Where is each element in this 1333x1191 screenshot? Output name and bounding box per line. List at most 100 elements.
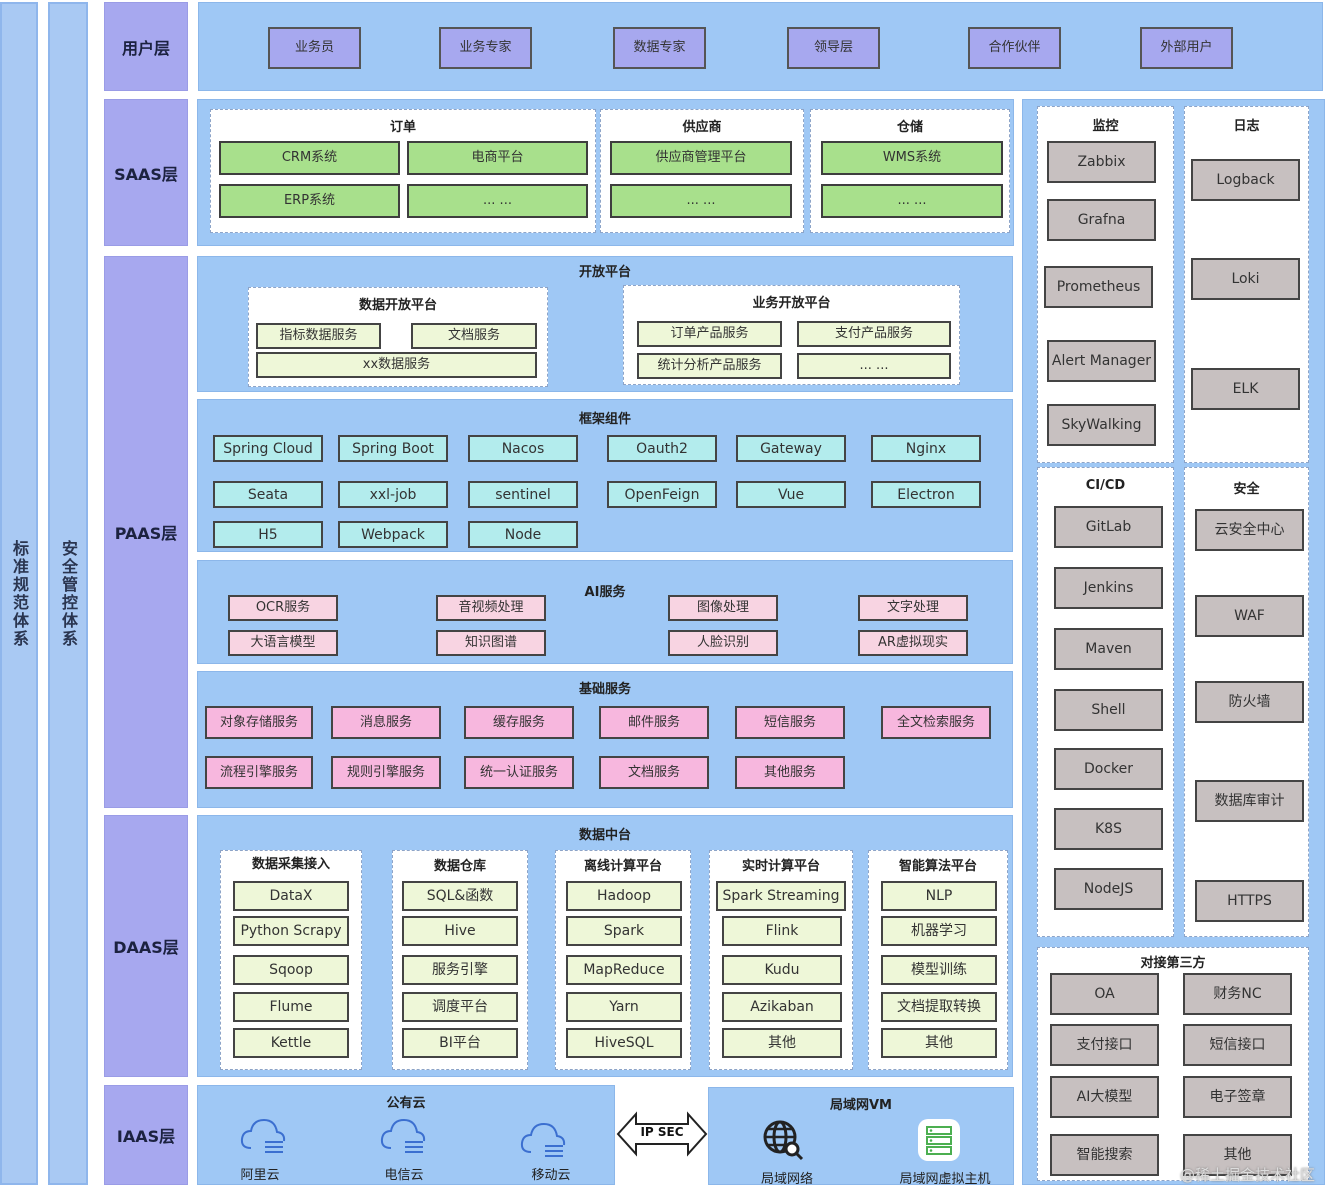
basic-title: 基础服务 — [578, 682, 631, 697]
ai-item: AR虚拟现实 — [858, 630, 968, 656]
framework-item: Spring Boot — [338, 435, 448, 462]
framework-item: OpenFeign — [607, 481, 717, 508]
ai-title: AI服务 — [584, 585, 626, 600]
saas-item: ... ... — [407, 184, 588, 218]
ai-panel: AI服务 OCR服务 音视频处理 图像处理 文字处理 大语言模型 知识图谱 人脸… — [197, 560, 1013, 664]
cicd-title: CI/CD — [1085, 478, 1126, 493]
cicd-item: Jenkins — [1054, 567, 1163, 609]
ai-item: 人脸识别 — [668, 630, 778, 656]
dc-item: Hadoop — [566, 881, 682, 911]
saas-item: 电商平台 — [407, 141, 588, 175]
cicd-item: Maven — [1054, 628, 1163, 670]
lan-vm-panel: 局域网VM 局域网络 局域网虚拟主机 — [708, 1087, 1014, 1187]
ops-panel: 监控 Zabbix Grafna Prometheus Alert Manage… — [1022, 99, 1325, 1185]
biz-open-platform: 业务开放平台 订单产品服务 支付产品服务 统计分析产品服务 ... ... — [623, 285, 960, 385]
dc-item: Hive — [402, 916, 518, 946]
ai-item: 文字处理 — [858, 595, 968, 621]
dc-item: Sqoop — [233, 955, 349, 985]
framework-item: Nginx — [871, 435, 981, 462]
saas-item: ... ... — [610, 184, 792, 218]
monitor-item: Zabbix — [1047, 141, 1156, 183]
dc-group-realtime: 实时计算平台 Spark Streaming Flink Kudu Azikab… — [709, 850, 853, 1070]
framework-item: Nacos — [468, 435, 578, 462]
dc-group-title: 离线计算平台 — [583, 859, 662, 874]
framework-item: Spring Cloud — [213, 435, 323, 462]
framework-item: Node — [468, 521, 578, 548]
standards-bar: 标准规范体系 — [0, 2, 38, 1185]
open-item: 指标数据服务 — [256, 323, 381, 349]
open-item: ... ... — [797, 353, 951, 379]
data-open-title: 数据开放平台 — [358, 298, 437, 313]
monitor-item: Prometheus — [1044, 266, 1153, 308]
dc-item: 其他 — [722, 1028, 842, 1058]
dc-item: Spark — [566, 916, 682, 946]
data-open-platform: 数据开放平台 指标数据服务 文档服务 xx数据服务 — [248, 287, 548, 387]
log-item: Loki — [1191, 258, 1300, 300]
basic-item: 邮件服务 — [599, 706, 709, 739]
saas-order-title: 订单 — [389, 120, 416, 135]
watermark: @稀土掘金技术社区 — [1180, 1166, 1316, 1184]
dc-item: Kettle — [233, 1028, 349, 1058]
cicd-item: Docker — [1054, 748, 1163, 790]
log-item: ELK — [1191, 368, 1300, 410]
lan-vm-title: 局域网VM — [830, 1098, 892, 1113]
third-item: 其他 — [1183, 1134, 1292, 1176]
monitor-item: Grafna — [1047, 199, 1156, 241]
framework-title: 框架组件 — [578, 412, 631, 427]
saas-item: WMS系统 — [821, 141, 1003, 175]
lan-label: 局域网虚拟主机 — [899, 1172, 991, 1187]
third-item: 智能搜索 — [1050, 1134, 1159, 1176]
dc-item: 文档提取转换 — [881, 992, 997, 1022]
basic-item: 缓存服务 — [464, 706, 574, 739]
log-group: 日志 Logback Loki ELK — [1184, 106, 1309, 463]
dc-item: 机器学习 — [881, 916, 997, 946]
dc-item: 服务引擎 — [402, 955, 518, 985]
dc-item: DataX — [233, 881, 349, 911]
open-item: 统计分析产品服务 — [637, 353, 782, 379]
biz-open-title: 业务开放平台 — [752, 296, 831, 311]
security-item: 数据库审计 — [1195, 780, 1304, 822]
saas-item: ERP系统 — [219, 184, 400, 218]
public-cloud-title: 公有云 — [386, 1096, 426, 1111]
network-globe-icon — [761, 1118, 805, 1162]
standards-label: 标准规范体系 — [10, 539, 29, 648]
dc-item: SQL&函数 — [402, 881, 518, 911]
saas-item: CRM系统 — [219, 141, 400, 175]
dc-item: HiveSQL — [566, 1028, 682, 1058]
layer-paas: PAAS层 — [104, 256, 188, 808]
layer-daas: DAAS层 — [104, 815, 188, 1077]
third-item: 短信接口 — [1183, 1024, 1292, 1066]
dc-item: 其他 — [881, 1028, 997, 1058]
monitor-title: 监控 — [1092, 119, 1119, 134]
framework-item: Gateway — [736, 435, 846, 462]
cloud-label: 电信云 — [384, 1168, 424, 1183]
open-platform-panel: 开放平台 数据开放平台 指标数据服务 文档服务 xx数据服务 业务开放平台 订单… — [197, 256, 1013, 392]
layer-iaas: IAAS层 — [104, 1085, 188, 1185]
security-title: 安全 — [1233, 482, 1260, 497]
basic-item: 其他服务 — [735, 756, 845, 789]
framework-item: Webpack — [338, 521, 448, 548]
user-panel: 业务员 业务专家 数据专家 领导层 合作伙伴 外部用户 — [198, 2, 1323, 91]
layer-iaas-label: IAAS层 — [116, 1127, 176, 1146]
ai-item: 知识图谱 — [436, 630, 546, 656]
cloud-icon — [518, 1116, 568, 1164]
dc-item: Azikaban — [722, 992, 842, 1022]
dc-item: 模型训练 — [881, 955, 997, 985]
ai-item: 图像处理 — [668, 595, 778, 621]
basic-item: 文档服务 — [599, 756, 709, 789]
layer-user: 用户层 — [104, 2, 188, 91]
security-item: 防火墙 — [1195, 681, 1304, 723]
data-center-title: 数据中台 — [578, 828, 631, 843]
monitor-item: SkyWalking — [1047, 404, 1156, 446]
dc-group-warehouse: 数据仓库 SQL&函数 Hive 服务引擎 调度平台 BI平台 — [392, 850, 528, 1070]
security-control-bar: 安全管控体系 — [48, 2, 88, 1185]
saas-panel: 订单 CRM系统 电商平台 ERP系统 ... ... 供应商 供应商管理平台 … — [197, 99, 1014, 246]
framework-item: sentinel — [468, 481, 578, 508]
open-item: 订单产品服务 — [637, 321, 782, 347]
third-item: 电子签章 — [1183, 1076, 1292, 1118]
log-item: Logback — [1191, 159, 1300, 201]
saas-warehouse-group: 仓储 WMS系统 ... ... — [810, 109, 1010, 233]
dc-group-title: 实时计算平台 — [741, 859, 820, 874]
public-cloud-panel: 公有云 阿里云 电信云 移动云 — [197, 1085, 615, 1185]
user-item: 合作伙伴 — [968, 27, 1061, 69]
